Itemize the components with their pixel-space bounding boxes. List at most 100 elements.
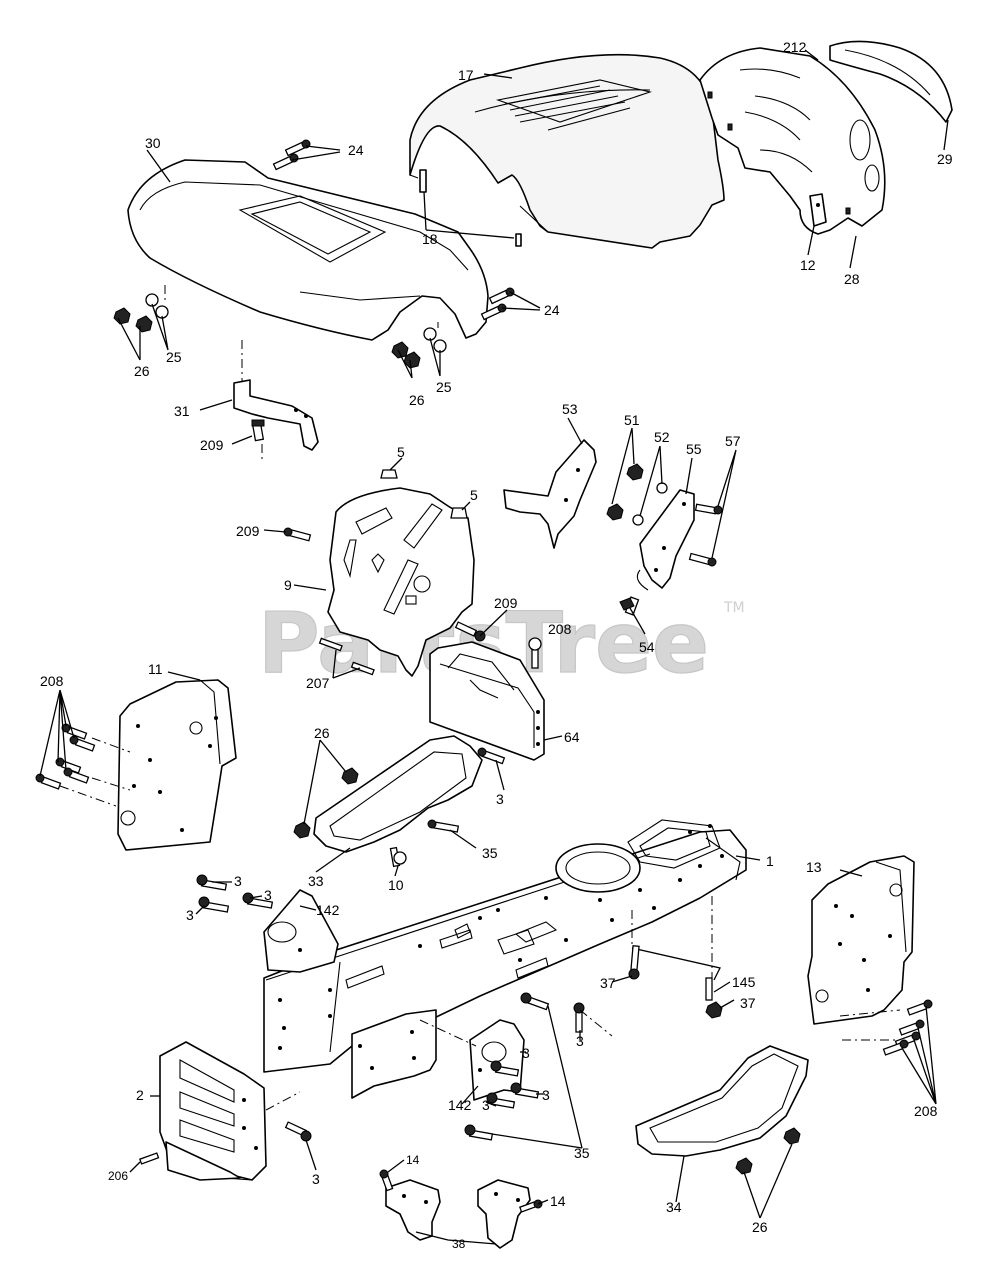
hood-part[interactable] [409, 53, 725, 249]
callout-14: 14 [550, 1193, 566, 1209]
right-footrest-part[interactable] [635, 1045, 809, 1157]
nut-hardware[interactable] [135, 315, 153, 333]
bolt-hardware[interactable] [464, 1124, 494, 1141]
grille-part[interactable] [699, 47, 886, 235]
callout-30: 30 [145, 135, 161, 151]
bolt-hardware[interactable] [528, 637, 542, 669]
pivot-bracket-part[interactable] [263, 889, 339, 973]
hood-clip-part[interactable] [515, 233, 522, 247]
screw-hardware[interactable] [379, 1169, 394, 1192]
nut-hardware[interactable] [113, 307, 131, 325]
callout-18: 18 [422, 231, 438, 247]
screw-hardware[interactable] [898, 1019, 925, 1036]
callout-209: 209 [236, 523, 260, 539]
callout-64: 64 [564, 729, 580, 745]
headlight-lens-part[interactable] [829, 40, 953, 123]
bolt-hardware[interactable] [573, 1002, 585, 1033]
leader-lines [39, 49, 949, 1245]
bolt-hardware[interactable] [694, 503, 723, 515]
bracket-part[interactable] [477, 1179, 531, 1249]
steering-bracket-part[interactable] [636, 489, 695, 591]
screw-hardware[interactable] [882, 1039, 909, 1056]
console-part[interactable] [429, 641, 545, 761]
clip-part[interactable] [809, 193, 827, 227]
bolt-hardware[interactable] [242, 892, 274, 909]
callout-12: 12 [800, 257, 816, 273]
callout-17: 17 [458, 67, 474, 83]
bolt-hardware[interactable] [427, 819, 460, 833]
callout-26: 26 [409, 392, 425, 408]
chassis-frame-part[interactable] [263, 819, 747, 1073]
bolt-hardware[interactable] [198, 896, 230, 913]
callout-37: 37 [740, 995, 756, 1011]
screw-hardware[interactable] [284, 139, 311, 157]
callout-9: 9 [284, 577, 292, 593]
bolt-hardware[interactable] [486, 1092, 516, 1109]
left-side-panel-part[interactable] [117, 679, 237, 851]
steering-support-part[interactable] [503, 439, 597, 549]
callout-3: 3 [482, 1097, 490, 1113]
screw-hardware[interactable] [272, 153, 299, 171]
nut-hardware[interactable] [293, 821, 311, 839]
axle-bracket-part[interactable] [351, 1009, 437, 1099]
nut-hardware[interactable] [626, 463, 644, 481]
washer-hardware[interactable] [632, 514, 644, 526]
left-footrest-part[interactable] [313, 735, 483, 853]
fender-part[interactable] [127, 159, 489, 341]
callout-208: 208 [548, 621, 572, 637]
plug-hardware[interactable] [450, 507, 468, 519]
bolt-hardware[interactable] [510, 1082, 540, 1099]
seat-bracket-part[interactable] [233, 379, 319, 451]
watermark-trademark: TM [723, 600, 745, 616]
nut-hardware[interactable] [735, 1157, 753, 1175]
washer-hardware[interactable] [656, 482, 668, 494]
bolt-hardware[interactable] [477, 747, 506, 765]
nut-hardware[interactable] [783, 1127, 801, 1145]
callout-145: 145 [732, 974, 756, 990]
screw-hardware[interactable] [906, 999, 933, 1016]
bracket-part[interactable] [385, 1179, 441, 1241]
screw-hardware[interactable] [619, 596, 640, 616]
callout-35: 35 [482, 845, 498, 861]
nut-hardware[interactable] [391, 341, 409, 359]
screw-hardware[interactable] [35, 773, 62, 790]
hood-clip-part[interactable] [419, 169, 427, 193]
callout-212: 212 [783, 39, 807, 55]
callout-55: 55 [686, 441, 702, 457]
bolt-hardware[interactable] [490, 1060, 520, 1077]
callout-142: 142 [316, 902, 340, 918]
pivot-bracket-part[interactable] [469, 1019, 525, 1101]
nut-hardware[interactable] [606, 503, 624, 521]
screw-hardware[interactable] [55, 757, 82, 774]
bolt-hardware[interactable] [628, 945, 640, 980]
front-bumper-part[interactable] [165, 1141, 241, 1181]
callout-26: 26 [134, 363, 150, 379]
bolt-hardware[interactable] [251, 419, 265, 442]
callout-3: 3 [496, 791, 504, 807]
bolt-hardware[interactable] [520, 992, 550, 1011]
screw-hardware[interactable] [283, 527, 312, 542]
callout-31: 31 [174, 403, 190, 419]
screw-hardware[interactable] [318, 637, 343, 652]
callout-3: 3 [264, 887, 272, 903]
callout-5: 5 [470, 487, 478, 503]
link-rod-part[interactable] [631, 947, 721, 1001]
screw-hardware[interactable] [139, 1152, 160, 1165]
callout-28: 28 [844, 271, 860, 287]
washer-hardware[interactable] [145, 293, 159, 307]
callout-26: 26 [752, 1219, 768, 1235]
callout-34: 34 [666, 1199, 682, 1215]
callout-24: 24 [544, 302, 560, 318]
bolt-hardware[interactable] [389, 846, 407, 868]
plug-hardware[interactable] [380, 469, 398, 479]
callout-208: 208 [40, 673, 64, 689]
bolt-hardware[interactable] [688, 552, 717, 567]
bolt-hardware[interactable] [284, 1121, 312, 1142]
screw-hardware[interactable] [488, 287, 515, 305]
dash-panel-part[interactable] [327, 487, 475, 677]
callout-3: 3 [576, 1033, 584, 1049]
right-side-panel-part[interactable] [807, 855, 915, 1025]
nut-hardware[interactable] [705, 1001, 723, 1019]
screw-hardware[interactable] [350, 661, 375, 676]
